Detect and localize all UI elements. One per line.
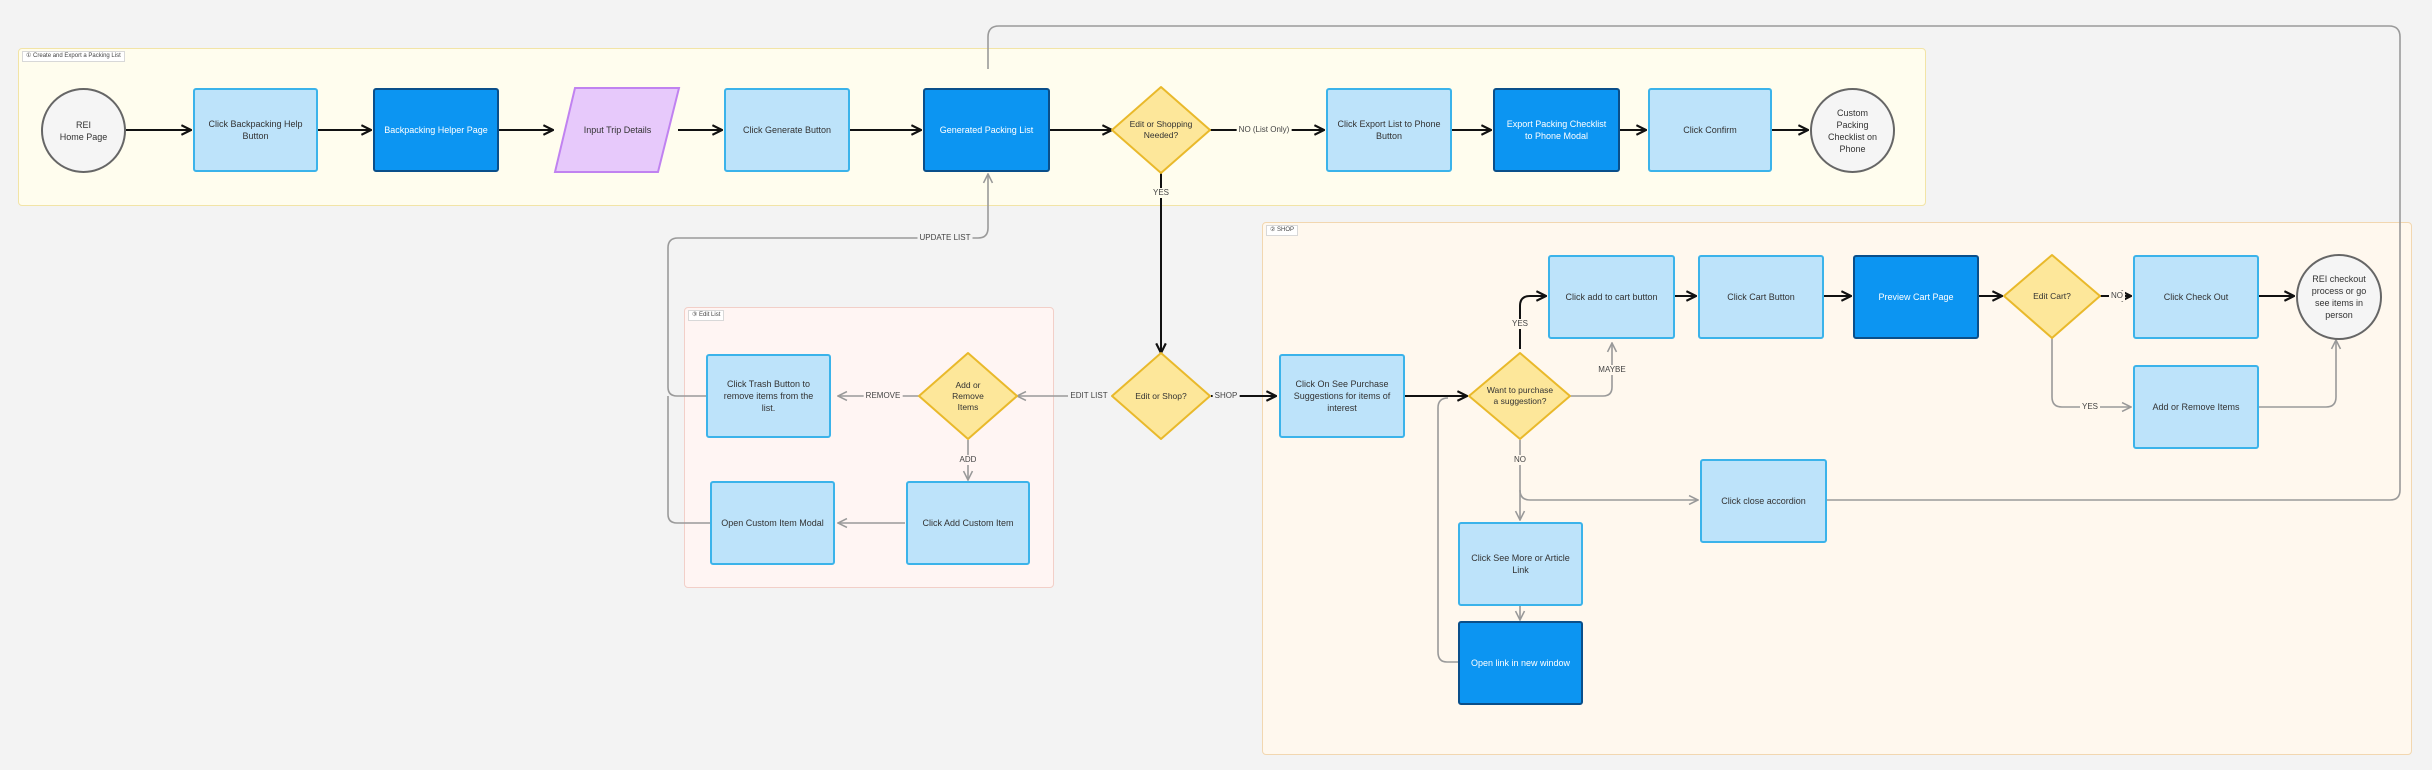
click-see-purchase-suggestions-node: Click On See Purchase Suggestions for it… — [1279, 354, 1405, 438]
want-to-purchase-suggestion-decision: Want to purchase a suggestion? — [1486, 385, 1554, 406]
add-or-remove-items-node: Add or Remove Items — [2133, 365, 2259, 449]
edge-label-no-cart: NO — [2109, 291, 2125, 301]
edge-label-edit-list: EDIT LIST — [1068, 391, 1110, 401]
edge-label-yes-main: YES — [1150, 188, 1172, 198]
edit-or-shopping-needed-decision: Edit or Shopping Needed? — [1129, 119, 1193, 140]
edge-label-no-list-only: NO (List Only) — [1236, 125, 1292, 135]
decision-add-or-remove-shape — [918, 352, 1018, 440]
edge-label-add: ADD — [957, 455, 979, 465]
edge-label-shop: SHOP — [1212, 391, 1240, 401]
export-packing-checklist-modal-node: Export Packing Checklist to Phone Modal — [1493, 88, 1620, 172]
section-title-create: ① Create and Export a Packing List — [22, 51, 125, 62]
open-custom-item-modal-node: Open Custom Item Modal — [710, 481, 835, 565]
click-cart-button-node: Click Cart Button — [1698, 255, 1824, 339]
edge-label-yes-cart: YES — [2079, 402, 2101, 412]
open-link-new-window-node: Open link in new window — [1458, 621, 1583, 705]
edit-cart-decision: Edit Cart? — [2033, 290, 2071, 301]
edge-label-no-purchase: NO — [1512, 455, 1528, 465]
preview-cart-page-node: Preview Cart Page — [1853, 255, 1979, 339]
decision-edit-or-shopping-shape — [1111, 86, 1211, 174]
edit-or-shop-decision: Edit or Shop? — [1135, 390, 1187, 401]
click-check-out-node: Click Check Out — [2133, 255, 2259, 339]
click-generate-button-node: Click Generate Button — [724, 88, 850, 172]
click-trash-button-node: Click Trash Button to remove items from … — [706, 354, 831, 438]
edge-label-remove: REMOVE — [863, 391, 903, 401]
decision-edit-or-shop-shape — [1111, 352, 1211, 440]
generated-packing-list-node: Generated Packing List — [923, 88, 1050, 172]
click-confirm-node: Click Confirm — [1648, 88, 1772, 172]
rei-checkout-process-node: REI checkout process or go see items in … — [2296, 254, 2382, 340]
custom-packing-checklist-node: Custom Packing Checklist on Phone — [1810, 88, 1895, 173]
click-close-accordion-node: Click close accordion — [1700, 459, 1827, 543]
decision-edit-cart-shape — [2003, 254, 2101, 339]
decision-want-purchase-shape — [1468, 352, 1571, 440]
backpacking-helper-page-node: Backpacking Helper Page — [373, 88, 499, 172]
click-add-custom-item-node: Click Add Custom Item — [906, 481, 1030, 565]
edge-label-yes-purchase: YES — [1509, 319, 1531, 329]
click-add-to-cart-node: Click add to cart button — [1548, 255, 1675, 339]
input-trip-details-node: Input Trip Details — [583, 125, 652, 135]
click-export-list-button-node: Click Export List to Phone Button — [1326, 88, 1452, 172]
section-title-edit: ③ Edit List — [688, 310, 725, 321]
add-or-remove-items-decision: Add or Remove Items — [952, 379, 984, 412]
click-backpacking-help-button-node: Click Backpacking Help Button — [193, 88, 318, 172]
rei-home-page-node: REI Home Page — [41, 88, 126, 173]
section-title-shop: ② SHOP — [1266, 225, 1299, 236]
click-see-more-node: Click See More or Article Link — [1458, 522, 1583, 606]
edge-label-maybe: MAYBE — [1596, 365, 1628, 375]
edge-label-update-list: UPDATE LIST — [917, 233, 973, 243]
